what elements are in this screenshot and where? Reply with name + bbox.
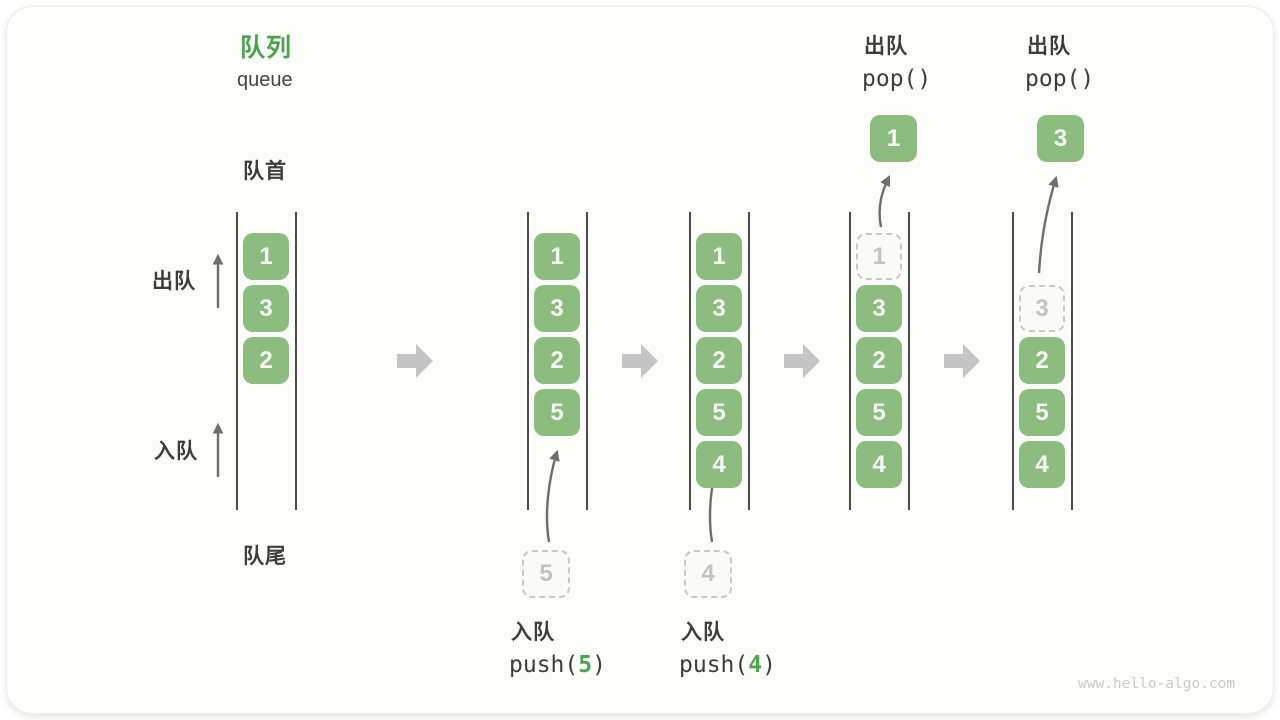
queue-element: 5: [1019, 389, 1065, 436]
queue-rear-label: 队尾: [243, 545, 287, 568]
push5-operation-code: push(5): [509, 652, 606, 678]
push4-operation-code: push(4): [679, 652, 776, 678]
watermark: www.hello-algo.com: [1078, 676, 1236, 692]
removed-element-slot: 3: [1019, 285, 1065, 332]
popped-element-3: 3: [1037, 115, 1084, 162]
page-title: 队列: [240, 34, 293, 62]
diagram-card: [6, 6, 1274, 714]
code-fn: push(: [679, 652, 749, 678]
code-close: ): [592, 652, 606, 678]
incoming-element-4: 4: [684, 550, 732, 598]
queue-element: 3: [696, 285, 742, 332]
queue-element: 1: [243, 233, 289, 280]
queue-front-label: 队首: [243, 160, 287, 183]
queue-state-4: 1 3 2 5 4: [849, 212, 910, 510]
pop1-operation-label: 出队: [864, 35, 908, 58]
queue-element: 1: [534, 233, 580, 280]
queue-element: 1: [696, 233, 742, 280]
queue-state-3: 1 3 2 5 4: [689, 212, 750, 510]
queue-element: 4: [696, 441, 742, 488]
code-close: ): [762, 652, 776, 678]
pop2-operation-label: 出队: [1027, 35, 1071, 58]
pop1-operation-code: pop(): [862, 66, 932, 92]
queue-element: 5: [534, 389, 580, 436]
queue-state-2: 1 3 2 5: [527, 212, 588, 510]
code-arg: 4: [748, 652, 763, 678]
queue-element: 3: [243, 285, 289, 332]
queue-element: 2: [243, 337, 289, 384]
incoming-element-5: 5: [522, 550, 570, 598]
popped-element-1: 1: [870, 115, 917, 162]
queue-element: 4: [856, 441, 902, 488]
push5-operation-label: 入队: [511, 621, 555, 644]
queue-element: 3: [856, 285, 902, 332]
push4-operation-label: 入队: [681, 621, 725, 644]
code-fn: push(: [509, 652, 579, 678]
queue-element: 5: [856, 389, 902, 436]
queue-state-1: 1 3 2: [236, 212, 297, 510]
queue-element: 2: [696, 337, 742, 384]
queue-element: 5: [696, 389, 742, 436]
queue-element: 2: [1019, 337, 1065, 384]
queue-element: 2: [534, 337, 580, 384]
dequeue-label: 出队: [152, 270, 196, 293]
queue-element: 4: [1019, 441, 1065, 488]
enqueue-label: 入队: [154, 440, 198, 463]
queue-state-5: 3 2 5 4: [1012, 212, 1073, 510]
page-subtitle: queue: [237, 69, 293, 91]
removed-element-slot: 1: [856, 233, 902, 280]
pop2-operation-code: pop(): [1025, 66, 1095, 92]
queue-element: 2: [856, 337, 902, 384]
queue-element: 3: [534, 285, 580, 332]
code-arg: 5: [578, 652, 593, 678]
